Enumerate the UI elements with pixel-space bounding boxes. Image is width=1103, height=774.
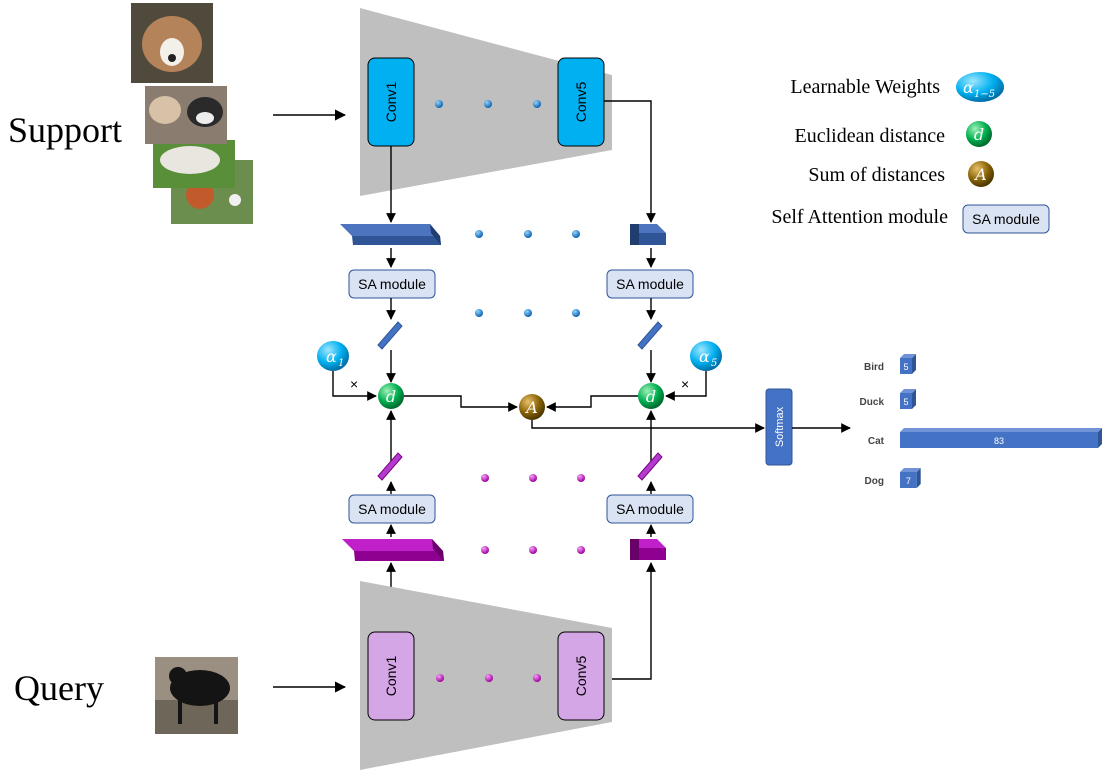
multiply-sign-1: × (350, 376, 358, 392)
support-conv1-block: Conv1 (367, 57, 415, 147)
query-image (155, 657, 238, 734)
query-conv5-label: Conv5 (573, 656, 589, 697)
query-sa-module-5-label: SA module (616, 501, 684, 517)
bar-category-label: Cat (868, 436, 885, 447)
support-attended-vector-1 (377, 321, 403, 350)
bar-value-label: 5 (903, 397, 908, 407)
query-sa-dots (481, 474, 585, 482)
bar-value-label: 5 (903, 362, 908, 372)
sa-module-icon: SA module (962, 204, 1050, 234)
euclidean-distance-icon: d (966, 121, 992, 147)
sum-of-distances-node: A (519, 394, 545, 420)
alpha-weight-icon: α 1−5 (956, 72, 1004, 102)
alpha-5-symbol: α (699, 347, 710, 366)
bar-value-label: 7 (906, 476, 911, 486)
legend-A-symbol: A (973, 165, 987, 184)
bar (900, 432, 1098, 448)
bar-side (916, 468, 921, 488)
euclidean-distance-node-1: d (378, 383, 404, 409)
bar (900, 393, 912, 409)
query-conv5-block: Conv5 (557, 631, 605, 721)
bar (900, 358, 912, 374)
bar-top (900, 428, 1102, 432)
legend-d-symbol: d (974, 125, 984, 144)
support-conv5-block: Conv5 (557, 57, 605, 147)
euclidean-distance-node-5: d (638, 383, 664, 409)
bar-top (900, 389, 916, 393)
alpha-5-subscript: 5 (711, 358, 717, 369)
sum-symbol: A (524, 398, 538, 417)
bar-side (912, 389, 916, 409)
alpha-5-to-distance-arrow (665, 371, 707, 401)
query-sa-module-1-label: SA module (358, 501, 426, 517)
bar-category-label: Duck (860, 397, 885, 408)
query-conv5-to-feature-arrow (604, 562, 656, 680)
alpha-1-to-distance-arrow (332, 371, 377, 401)
distance-5-symbol: d (646, 387, 656, 406)
bar-value-label: 83 (994, 436, 1004, 446)
sum-to-softmax-arrow (531, 420, 765, 433)
support-sa-module-5-label: SA module (616, 276, 684, 292)
legend-self-attention-label: Self Attention module (771, 206, 948, 228)
multiply-sign-5: × (681, 376, 689, 392)
legend-sum-of-distances-label: Sum of distances (808, 164, 945, 186)
legend: Learnable Weights α 1−5 Euclidean distan… (771, 72, 1050, 234)
support-conv-dots (435, 100, 541, 108)
bar-category-label: Bird (864, 362, 884, 373)
bar-category-label: Dog (865, 476, 884, 487)
distance-1-symbol: d (386, 387, 396, 406)
query-conv1-label: Conv1 (383, 656, 399, 697)
alpha-1-subscript: 1 (338, 358, 344, 369)
query-attended-vector-1 (377, 452, 403, 481)
support-sa-module-5: SA module (606, 269, 694, 299)
support-sa-module-1-label: SA module (358, 276, 426, 292)
support-label: Support (8, 110, 122, 150)
softmax-block: Softmax (765, 388, 793, 466)
query-feature-map-5 (630, 539, 666, 560)
support-feature-map-5 (630, 224, 666, 245)
legend-learnable-weights-label: Learnable Weights (790, 76, 940, 98)
support-conv1-label: Conv1 (383, 82, 399, 123)
support-conv5-to-feature-arrow (604, 100, 656, 223)
support-feature-map-1 (340, 224, 441, 245)
bar-top (900, 354, 916, 358)
bar-side (1098, 428, 1102, 448)
support-conv5-label: Conv5 (573, 82, 589, 123)
alpha-1-symbol: α (326, 347, 337, 366)
query-feature-dots (481, 546, 585, 554)
bar (900, 472, 917, 488)
query-feature-map-1 (342, 539, 444, 561)
bar-top (900, 468, 921, 472)
legend-alpha-subscript: 1−5 (974, 89, 995, 100)
query-conv1-block: Conv1 (367, 631, 415, 721)
legend-sa-module-label: SA module (972, 211, 1040, 227)
bar-side (912, 354, 916, 374)
alpha-5-weight-icon: α 5 (690, 341, 722, 371)
alpha-1-weight-icon: α 1 (317, 341, 349, 371)
query-conv-dots (436, 674, 541, 682)
query-sa-module-5: SA module (606, 494, 694, 524)
softmax-label: Softmax (774, 406, 786, 447)
support-feature-dots (475, 230, 580, 238)
sum-of-distances-icon: A (968, 161, 994, 187)
legend-alpha-symbol: α (963, 78, 974, 97)
query-sa-module-1: SA module (348, 494, 436, 524)
distance1-to-sum-arrow (404, 395, 518, 412)
query-label: Query (14, 668, 104, 708)
support-sa-dots (475, 309, 580, 317)
support-attended-vector-5 (637, 321, 663, 350)
legend-euclidean-distance-label: Euclidean distance (795, 125, 946, 147)
support-image-stack (131, 3, 253, 224)
query-attended-vector-5 (637, 452, 663, 481)
support-sa-module-1: SA module (348, 269, 436, 299)
distance5-to-sum-arrow (546, 395, 638, 412)
